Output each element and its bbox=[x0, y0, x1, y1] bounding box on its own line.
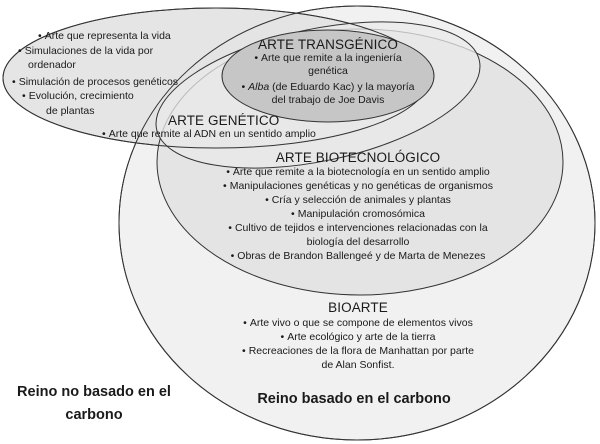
item-text: Simulación de procesos genéticos bbox=[18, 76, 179, 88]
transgenic-region bbox=[221, 29, 435, 123]
item-text: Evolución, crecimiento bbox=[28, 90, 134, 102]
bullet-icon: • bbox=[291, 208, 295, 220]
item-text: ordenador bbox=[28, 59, 76, 71]
non-carbon-item-4-cont: de plantas bbox=[46, 105, 94, 119]
non-carbon-item-1: •Arte que representa la vida bbox=[38, 30, 171, 44]
item-text: Simulaciones de la vida por bbox=[24, 45, 154, 57]
biotech-item-5: •Cultivo de tejidos e intervenciones rel… bbox=[208, 222, 508, 236]
bioarte-item-3-cont: de Alan Sonfist. bbox=[321, 359, 395, 371]
item-text: Arte ecológico y arte de la tierra bbox=[287, 331, 436, 343]
transgenic-item-2-cont: del trabajo de Joe Davis bbox=[271, 94, 385, 106]
item-text: (de Eduardo Kac) y la mayoría bbox=[269, 81, 415, 93]
transgenic-item-1: •Arte que remite a la ingeniería bbox=[228, 52, 428, 66]
biotech-item-4: •Manipulación cromosómica bbox=[208, 208, 508, 222]
bullet-icon: • bbox=[254, 52, 258, 64]
bullet-icon: • bbox=[243, 317, 247, 329]
bullet-icon: • bbox=[22, 90, 26, 102]
biotech-item-1: •Arte que remite a la biotecnología en u… bbox=[208, 166, 508, 180]
non-carbon-item-3: •Simulación de procesos genéticos bbox=[12, 76, 178, 90]
biotech-title: ARTE BIOTECNOLÓGICO bbox=[275, 150, 441, 165]
item-text: Arte vivo o que se compone de elementos … bbox=[249, 317, 473, 329]
bullet-icon: • bbox=[38, 30, 42, 42]
item-text: Arte que remite a la ingeniería bbox=[261, 52, 402, 64]
item-text: Arte que remite a la biotecnología en un… bbox=[232, 166, 490, 178]
bullet-icon: • bbox=[102, 128, 106, 140]
biotech-item-3: •Cría y selección de animales y plantas bbox=[208, 194, 508, 208]
item-text: Obras de Brandon Ballengeé y de Marta de… bbox=[237, 250, 486, 262]
genetic-item-1: •Arte que remite al ADN en un sentido am… bbox=[102, 128, 316, 142]
bullet-icon: • bbox=[230, 250, 235, 262]
bullet-icon: • bbox=[12, 76, 16, 88]
bullet-icon: • bbox=[265, 194, 269, 206]
bullet-icon: • bbox=[280, 331, 285, 343]
bioarte-item-1: •Arte vivo o que se compone de elementos… bbox=[208, 317, 508, 331]
item-text: Cría y selección de animales y plantas bbox=[271, 194, 451, 206]
bullet-icon: • bbox=[226, 166, 230, 178]
non-carbon-item-4: •Evolución, crecimiento bbox=[22, 90, 134, 104]
bullet-icon: • bbox=[223, 180, 227, 192]
bioarte-item-2: •Arte ecológico y arte de la tierra bbox=[208, 331, 508, 345]
non-carbon-realm-label-line1: Reino no basado en el bbox=[17, 384, 171, 400]
artwork-title: Alba bbox=[248, 81, 270, 93]
bioarte-item-3: •Recreaciones de la flora de Manhattan p… bbox=[208, 345, 508, 359]
transgenic-item-1-cont: genética bbox=[308, 65, 348, 77]
item-text: Manipulaciones genéticas y no genéticas … bbox=[229, 180, 493, 192]
item-text: Recreaciones de la flora de Manhattan po… bbox=[248, 345, 474, 357]
bioarte-outline bbox=[118, 5, 596, 441]
item-text: de plantas bbox=[46, 105, 95, 117]
bullet-icon: • bbox=[242, 345, 246, 357]
item-text: Arte que remite al ADN en un sentido amp… bbox=[108, 128, 316, 140]
item-text: Cultivo de tejidos e intervenciones rela… bbox=[234, 222, 488, 234]
biotech-item-5-cont: biología del desarrollo bbox=[306, 236, 410, 248]
bioarte-title: BIOARTE bbox=[328, 300, 388, 315]
non-carbon-item-2-cont: ordenador bbox=[28, 59, 76, 73]
item-text: Arte que representa la vida bbox=[44, 30, 171, 42]
genetic-title: ARTE GENÉTICO bbox=[168, 113, 280, 128]
bullet-icon: • bbox=[228, 222, 232, 234]
transgenic-title: ARTE TRANSGÉNICO bbox=[258, 37, 398, 52]
non-carbon-item-2: •Simulaciones de la vida por bbox=[18, 45, 153, 59]
bullet-icon: • bbox=[18, 45, 22, 57]
transgenic-item-2: •Alba (de Eduardo Kac) y la mayoría bbox=[222, 81, 434, 95]
non-carbon-realm-label-line2: carbono bbox=[65, 407, 123, 423]
bullet-icon: • bbox=[241, 81, 246, 93]
biotech-item-6: •Obras de Brandon Ballengeé y de Marta d… bbox=[208, 250, 508, 264]
biotech-item-2: •Manipulaciones genéticas y no genéticas… bbox=[208, 180, 508, 194]
carbon-realm-label: Reino basado en el carbono bbox=[257, 391, 451, 407]
item-text: Manipulación cromosómica bbox=[297, 208, 425, 220]
